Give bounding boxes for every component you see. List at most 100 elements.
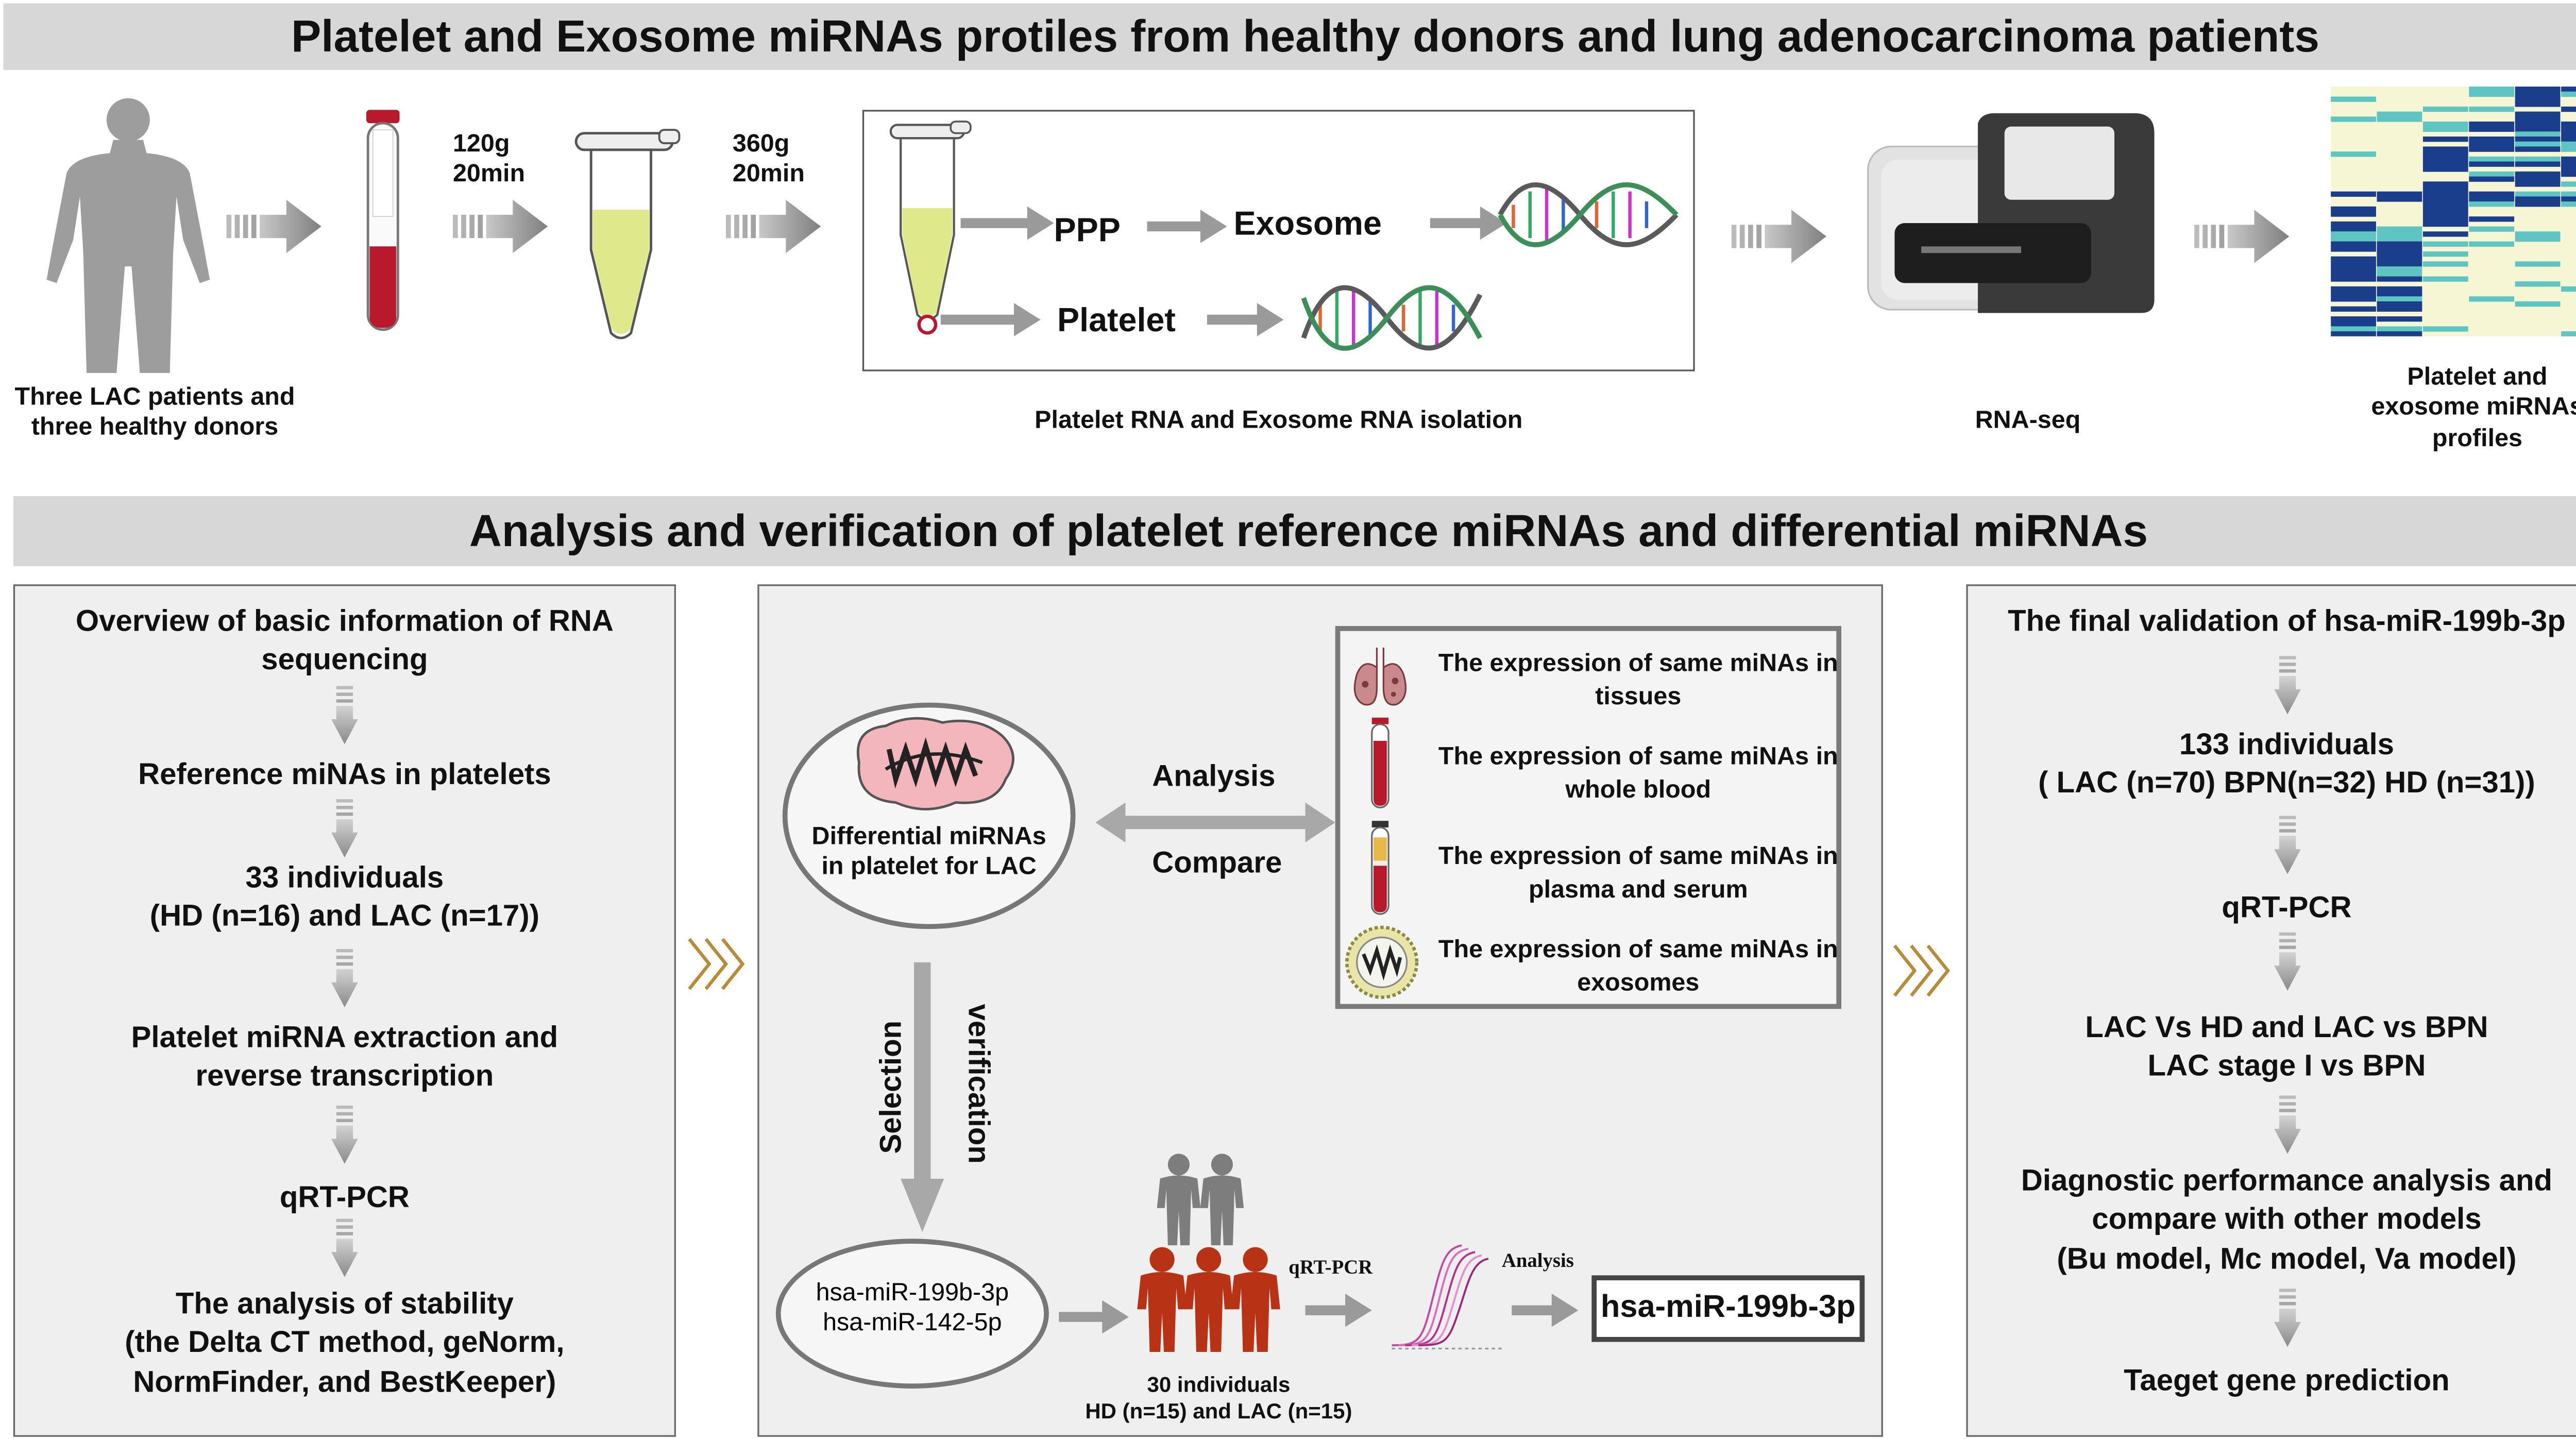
heatmap-cell [2422, 151, 2468, 157]
whole-blood-tube-icon [1371, 717, 1389, 808]
right-down-arrow-2 [2274, 816, 2301, 875]
heatmap-cell [2469, 216, 2515, 222]
heatmap-cell [2515, 136, 2561, 142]
result-label: hsa-miR-199b-3p [1600, 1290, 1856, 1326]
heatmap-cell [2561, 331, 2576, 336]
left-down-arrow-2 [331, 799, 358, 859]
heatmap-cell [2515, 141, 2561, 147]
heatmap-cell [2331, 211, 2376, 217]
arrow-to-platelet [940, 303, 1041, 336]
arrow-to-platelet-dna [1207, 303, 1284, 336]
heatmap-cell [2469, 146, 2515, 152]
heatmap-cell [2422, 261, 2468, 267]
heatmap-cell [2422, 121, 2468, 127]
heatmap-cell [2469, 171, 2515, 177]
heatmap-cell [2515, 191, 2561, 197]
differential-label: Differential miRNAs in platelet for LAC [811, 822, 1046, 882]
arrow-to-ppp [960, 206, 1054, 240]
heatmap-cell [2377, 226, 2422, 232]
heatmap-cell [2331, 291, 2376, 297]
heatmap-cell [2331, 266, 2376, 272]
heatmap-cell [2515, 201, 2561, 207]
heatmap-cell [2469, 161, 2515, 167]
arrow-to-exosome-dna [1430, 206, 1507, 240]
heatmap-cell [2515, 301, 2561, 307]
heatmap-cell [2377, 116, 2422, 122]
plasma-tube-icon [1371, 821, 1389, 915]
heatmap-cell [2377, 231, 2422, 237]
selection-label: Selection [874, 1020, 908, 1154]
process-arrow-2 [453, 196, 549, 256]
left-down-arrow-3 [331, 949, 358, 1009]
heatmap-cell [2331, 261, 2376, 267]
heatmap-cell [2515, 146, 2561, 152]
heatmap-cell [2377, 256, 2422, 262]
heatmap-cell [2469, 226, 2515, 232]
expressions-box: The expression of same miNAs in tissues … [1335, 626, 1842, 1009]
heatmap-cell [2377, 296, 2422, 302]
process-arrow-4 [1732, 207, 1828, 266]
heatmap-cell [2422, 126, 2468, 132]
heatmap-cell [2331, 276, 2376, 282]
isolation-box: PPP Exosome Platelet [862, 110, 1695, 371]
heatmap-cell [2377, 261, 2422, 267]
centrifuge-tube-icon [574, 129, 681, 340]
heatmap-cell [2561, 161, 2576, 167]
analysis-double-arrow [1095, 802, 1335, 843]
heatmap-cell [2515, 161, 2561, 167]
left-step-stability: The analysis of stability (the Delta CT … [125, 1286, 565, 1398]
heatmap-cell [2422, 196, 2468, 202]
heatmap-cell [2377, 251, 2422, 257]
heatmap-cell [2331, 231, 2376, 237]
heatmap-cell [2377, 276, 2422, 282]
left-down-arrow-5 [331, 1218, 358, 1278]
heatmap-cell [2469, 296, 2515, 302]
heatmap-cell [2422, 206, 2468, 212]
expression-exosomes: The expression of same miNAs in exosomes [1438, 936, 1838, 997]
heatmap-cell [2331, 151, 2376, 157]
heatmap-cell [2515, 231, 2561, 237]
heatmap-cell [2515, 101, 2561, 107]
heatmap-cell [2422, 106, 2468, 112]
heatmap-cell [2377, 266, 2422, 272]
heatmap-cell [2377, 326, 2422, 332]
exosome-label: Exosome [1233, 206, 1382, 243]
compare-label: Compare [1152, 845, 1282, 879]
cohort-label: 30 individuals HD (n=15) and LAC (n=15) [1085, 1372, 1352, 1424]
heatmap-cell [2331, 256, 2376, 262]
heatmap-cell [2422, 181, 2468, 187]
heatmap-cell [2515, 236, 2561, 242]
heatmap-cell [2515, 171, 2561, 177]
bottom-banner: Analysis and verification of platelet re… [13, 496, 2576, 566]
heatmap-cell [2561, 106, 2576, 112]
process-arrow-5 [2194, 207, 2291, 266]
heatmap-cell [2377, 271, 2422, 277]
heatmap-cell [2377, 331, 2422, 336]
heatmap-cell [2561, 91, 2576, 97]
heatmap-cell [2469, 136, 2515, 142]
heatmap-cell [2561, 141, 2576, 147]
heatmap-cell [2422, 191, 2468, 197]
heatmap-cell [2422, 166, 2468, 172]
process-arrow-1 [226, 196, 323, 256]
heatmap-cell [2469, 176, 2515, 182]
heatmap-cell [2331, 221, 2376, 227]
heatmap-cell [2515, 96, 2561, 102]
heatmap-cell [2331, 286, 2376, 292]
heatmap-cell [2561, 286, 2576, 292]
right-down-arrow-3 [2274, 933, 2301, 992]
mirna-list: hsa-miR-199b-3p hsa-miR-142-5p [816, 1278, 1009, 1338]
heatmap-cell [2331, 206, 2376, 212]
heatmap-cell [2331, 316, 2376, 322]
heatmap-cell [2515, 121, 2561, 127]
right-step-final: The final validation of hsa-miR-199b-3p [2008, 604, 2566, 638]
heatmap-cell [2469, 106, 2515, 112]
heatmap-cell [2561, 171, 2576, 177]
right-step-individuals: 133 individuals ( LAC (n=70) BPN(n=32) H… [2038, 727, 2535, 800]
profiles-label: Platelet and exosome miRNAs profiles [2371, 363, 2576, 452]
heatmap-cell [2561, 181, 2576, 187]
selection-down-arrow [901, 962, 944, 1232]
result-box: hsa-miR-199b-3p [1591, 1275, 1865, 1342]
heatmap-cell [2422, 326, 2468, 332]
heatmap-cell [2561, 131, 2576, 137]
